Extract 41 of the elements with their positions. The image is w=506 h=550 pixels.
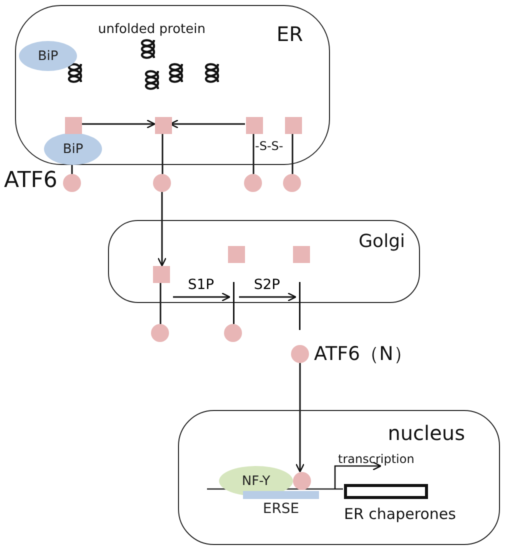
protein-ellipse: BiP bbox=[19, 41, 77, 71]
domain-circle bbox=[291, 345, 309, 363]
annotation-label: unfolded protein bbox=[98, 22, 206, 37]
arrow bbox=[295, 363, 305, 472]
bond-label: -S-S- bbox=[255, 139, 284, 153]
domain-square bbox=[246, 117, 263, 134]
edge-label: S1P bbox=[188, 278, 214, 292]
arrow bbox=[239, 292, 296, 302]
compartment-label: ER bbox=[276, 22, 303, 46]
arrow bbox=[173, 292, 230, 302]
domain-square bbox=[285, 117, 302, 134]
connector-line bbox=[252, 133, 254, 174]
domain-circle bbox=[151, 324, 169, 342]
compartment-outline bbox=[15, 5, 330, 165]
connector-line bbox=[160, 282, 162, 324]
arrow bbox=[157, 192, 167, 266]
compartment-label: Golgi bbox=[358, 231, 405, 252]
edge-label: S2P bbox=[254, 278, 280, 292]
domain-circle bbox=[224, 324, 242, 342]
domain-circle bbox=[63, 174, 81, 192]
domain-square bbox=[293, 246, 310, 263]
connector-line bbox=[292, 133, 294, 174]
connector-line bbox=[71, 164, 73, 174]
annotation-label: transcription bbox=[338, 452, 414, 466]
compartment-outline bbox=[178, 410, 500, 545]
compartment-outline bbox=[108, 220, 420, 303]
arrow bbox=[81, 119, 156, 129]
domain-square bbox=[155, 117, 172, 134]
gene-box: ER chaperones bbox=[344, 484, 472, 528]
domain-square bbox=[65, 117, 82, 134]
domain-square bbox=[153, 266, 170, 283]
domain-circle bbox=[293, 472, 311, 490]
protein-ellipse: BiP bbox=[44, 133, 102, 165]
protein-label: ATF6（N） bbox=[314, 342, 412, 367]
domain-circle bbox=[283, 174, 301, 192]
domain-circle bbox=[244, 174, 262, 192]
protein-label: ATF6 bbox=[4, 168, 58, 193]
connector-line bbox=[162, 133, 164, 174]
domain-square bbox=[228, 246, 245, 263]
compartment-label: nucleus bbox=[388, 421, 465, 445]
domain-circle bbox=[153, 174, 171, 192]
